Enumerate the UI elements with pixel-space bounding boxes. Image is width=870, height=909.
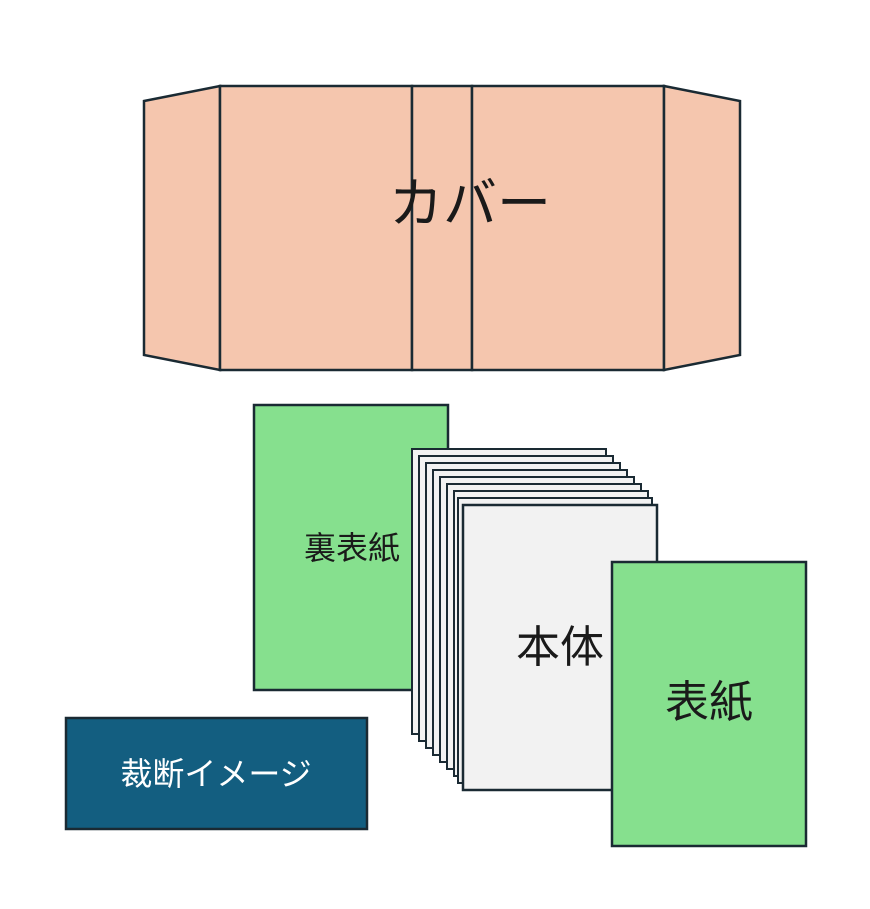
jacket-left-flap bbox=[142, 84, 222, 372]
trim-image-label: 裁断イメージ bbox=[120, 755, 311, 793]
front-cover-label: 表紙 bbox=[665, 677, 753, 728]
trim-image-box: 裁断イメージ bbox=[64, 716, 369, 831]
cover-label: カバー bbox=[389, 172, 551, 235]
dust-jacket: カバー bbox=[142, 84, 742, 372]
jacket-right-flap bbox=[662, 84, 742, 372]
back-cover-label: 裏表紙 bbox=[304, 529, 400, 567]
front-cover: 表紙 bbox=[610, 560, 808, 848]
jacket-spine bbox=[410, 84, 474, 372]
body-label: 本体 bbox=[516, 622, 604, 673]
jacket-front-panel bbox=[470, 84, 666, 372]
jacket-back-panel bbox=[218, 84, 414, 372]
trim-image-background bbox=[64, 716, 369, 831]
front-cover-board bbox=[610, 560, 808, 848]
